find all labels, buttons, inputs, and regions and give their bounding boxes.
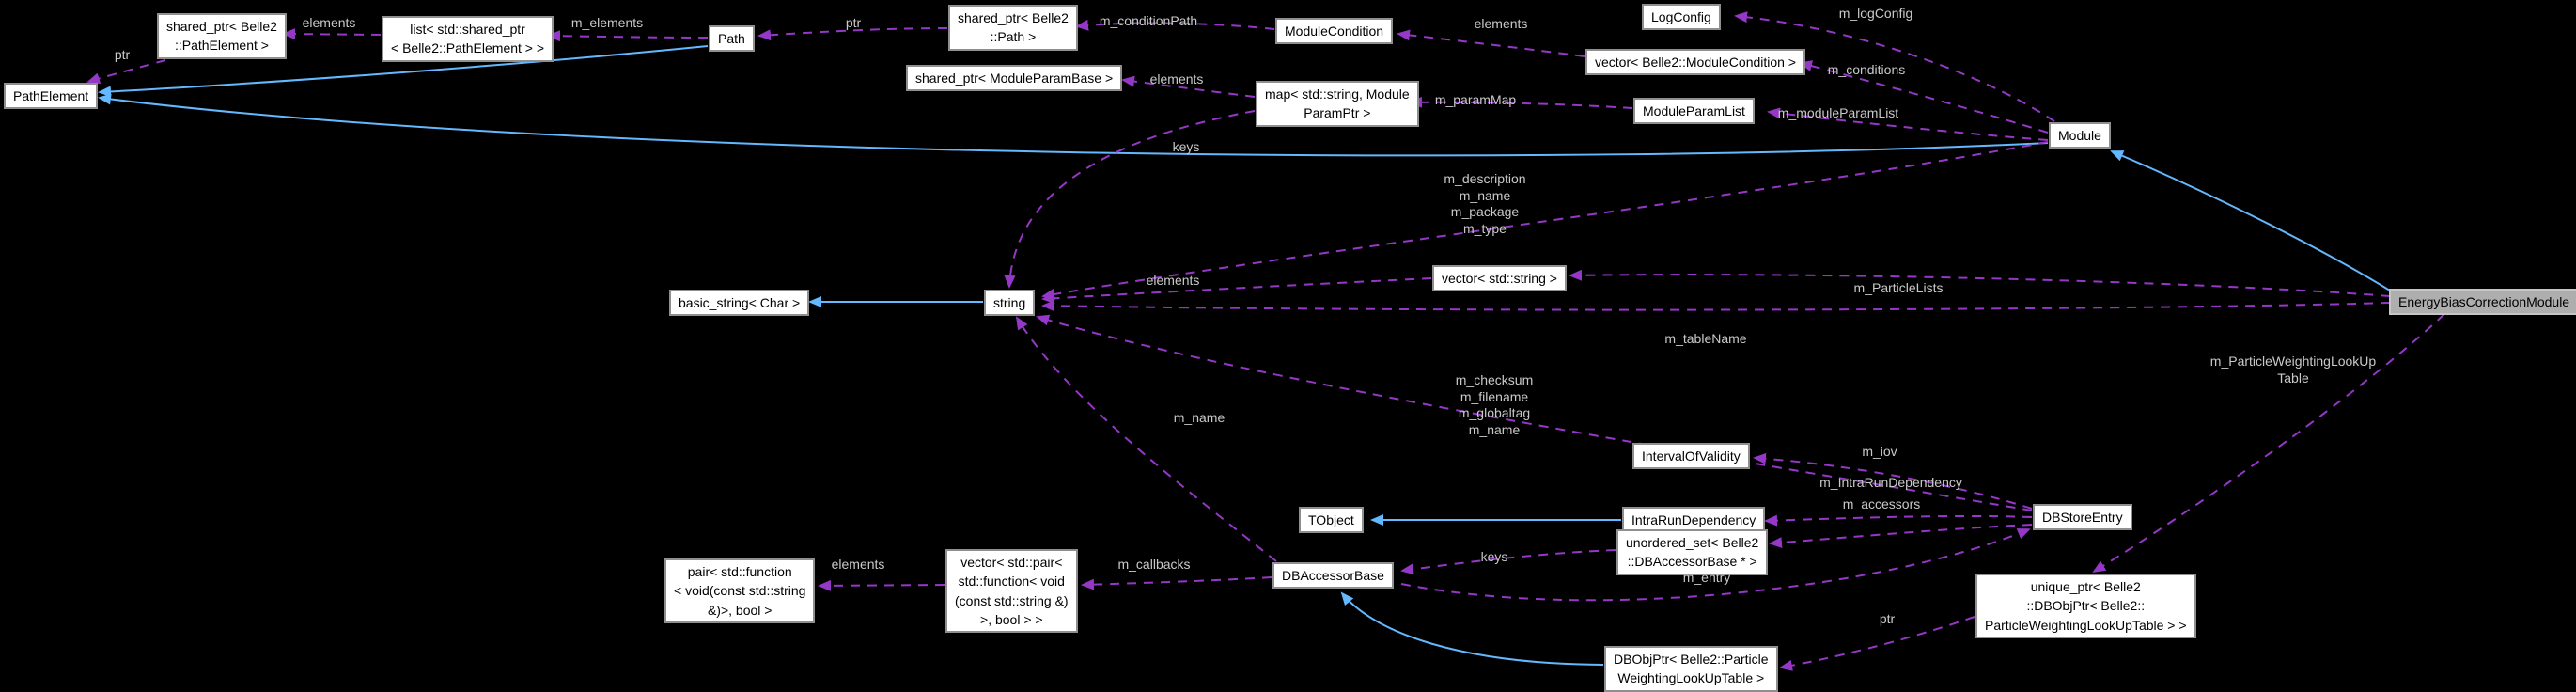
edge-m-conditions (1799, 60, 2049, 134)
node-intrarundependency[interactable]: IntraRunDependency (1622, 507, 1766, 534)
edge-elements-vecstring (1041, 277, 1432, 305)
edge-label-m-logconfig: m_logConfig (1838, 6, 1913, 21)
node-shared-ptr-moduleparambase[interactable]: shared_ptr< ModuleParamBase > (906, 65, 1123, 92)
edge-elements-pair (818, 579, 945, 591)
edge-m-particlelists (1569, 269, 2391, 297)
edge-label-m-parammap: m_paramMap (1434, 92, 1517, 107)
edge-keys-map-string (1004, 110, 1256, 289)
edge-m-elements (547, 30, 709, 42)
node-vector-modulecondition[interactable]: vector< Belle2::ModuleCondition > (1585, 49, 1806, 76)
edge-m-callbacks (1081, 576, 1272, 590)
edge-m-tablename (1041, 300, 2391, 312)
node-shared-ptr-pathelement[interactable]: shared_ptr< Belle2 ::PathElement > (157, 13, 287, 59)
edge-m-accessors (1769, 524, 2033, 549)
node-pathelement[interactable]: PathElement (4, 83, 99, 110)
node-tobject[interactable]: TObject (1299, 507, 1364, 534)
edge-label-keys-map: keys (1172, 139, 1200, 154)
node-energybiascorrectionmodule: EnergyBiasCorrectionModule (2389, 289, 2576, 316)
edge-m-intrarundependency (1764, 514, 2033, 527)
edge-label-elements-condition: elements (1474, 16, 1528, 31)
edge-ptr-dbobj (1779, 616, 1975, 671)
edge-m-entry (1400, 528, 2031, 602)
edge-inherit-path-pathelement (98, 45, 709, 98)
node-dbaccessorbase[interactable]: DBAccessorBase (1272, 562, 1394, 590)
node-unique-ptr-dbobjptr[interactable]: unique_ptr< Belle2 ::DBObjPtr< Belle2:: … (1975, 574, 2196, 638)
node-modulecondition[interactable]: ModuleCondition (1275, 18, 1394, 45)
edge-inherit-module-pathelement (98, 93, 2049, 157)
node-shared-ptr-path[interactable]: shared_ptr< Belle2 ::Path > (948, 5, 1078, 51)
node-map-string-moduleparamptr[interactable]: map< std::string, Module ParamPtr > (1256, 81, 1419, 127)
node-unordered-set-dbaccessor[interactable]: unordered_set< Belle2 ::DBAccessorBase *… (1616, 529, 1769, 575)
edge-label-elements-param: elements (1149, 71, 1204, 86)
edge-ptr-pathelement (86, 59, 166, 85)
node-logconfig[interactable]: LogConfig (1642, 4, 1721, 31)
edge-label-m-particlelists: m_ParticleLists (1853, 280, 1944, 295)
edge-label-m-moduleparamlist: m_moduleParamList (1777, 105, 1899, 120)
node-string[interactable]: string (984, 290, 1036, 317)
edge-inherit-dbobjptr-dbaccessor (1340, 591, 1604, 666)
edge-label-m-elements: m_elements (570, 15, 644, 30)
edge-dbstore-string-members (1036, 314, 2033, 511)
edge-label-ptr-dbobj: ptr (1879, 611, 1896, 626)
edge-keys-set (1400, 549, 1616, 575)
node-module[interactable]: Module (2049, 122, 2111, 149)
node-basic-string[interactable]: basic_string< Char > (669, 290, 810, 317)
edge-label-elements-list: elements (302, 15, 356, 30)
edge-label-m-accessors: m_accessors (1842, 496, 1921, 511)
edge-m-iov (1753, 452, 2033, 510)
edge-m-conditionpath (1075, 19, 1275, 31)
edge-label-m-name: m_name (1173, 410, 1226, 425)
edge-elements-condition (1397, 29, 1585, 57)
edge-m-moduleparamlist (1767, 107, 2049, 141)
edge-label-m-entry: m_entry (1682, 570, 1731, 585)
edge-inherit-energybias-module (2110, 150, 2391, 291)
edge-label-elements-vecstring: elements (1146, 273, 1200, 288)
edge-m-logconfig (1734, 11, 2055, 122)
node-intervalofvalidity[interactable]: IntervalOfValidity (1632, 443, 1750, 470)
edge-m-name-string (1015, 316, 1277, 562)
edge-label-ptr-path: ptr (845, 15, 862, 30)
node-moduleparamlist[interactable]: ModuleParamList (1633, 98, 1755, 125)
edge-label-m-intrarundependency: m_IntraRunDependency (1819, 475, 1962, 490)
edge-label-m-conditions: m_conditions (1827, 62, 1906, 77)
edge-label-elements-pair: elements (831, 557, 885, 572)
edge-label-ptr-pathelement: ptr (114, 47, 131, 62)
node-path[interactable]: Path (709, 25, 755, 53)
node-dbobjptr[interactable]: DBObjPtr< Belle2::Particle WeightingLook… (1604, 646, 1778, 692)
edge-ptr-path (757, 27, 948, 41)
node-dbstoreentry[interactable]: DBStoreEntry (2033, 504, 2132, 531)
edge-label-dbstore-string-members: m_checksum m_filename m_globaltag m_name (1455, 372, 1534, 437)
edge-label-m-particleweightinglookuptable: m_ParticleWeightingLookUp Table (2209, 354, 2377, 385)
edge-module-string-members (1041, 141, 2049, 300)
edge-m-particleweightinglookuptable (2092, 313, 2445, 574)
edge-label-m-callbacks: m_callbacks (1117, 557, 1191, 572)
edge-label-module-string-members: m_description m_name m_package m_type (1444, 171, 1526, 236)
node-vector-pair-function[interactable]: vector< std::pair< std::function< void (… (945, 549, 1078, 634)
edge-label-m-conditionpath: m_conditionPath (1099, 13, 1198, 28)
node-list-shared-ptr[interactable]: list< std::shared_ptr < Belle2::PathElem… (382, 16, 554, 62)
node-pair-function-bool[interactable]: pair< std::function < void(const std::st… (664, 558, 816, 623)
edge-label-m-iov: m_iov (1862, 444, 1897, 459)
edge-label-keys-set: keys (1480, 549, 1508, 564)
edge-elements-list (282, 28, 382, 40)
edge-label-m-tablename: m_tableName (1664, 331, 1747, 346)
node-vector-string[interactable]: vector< std::string > (1432, 265, 1567, 292)
